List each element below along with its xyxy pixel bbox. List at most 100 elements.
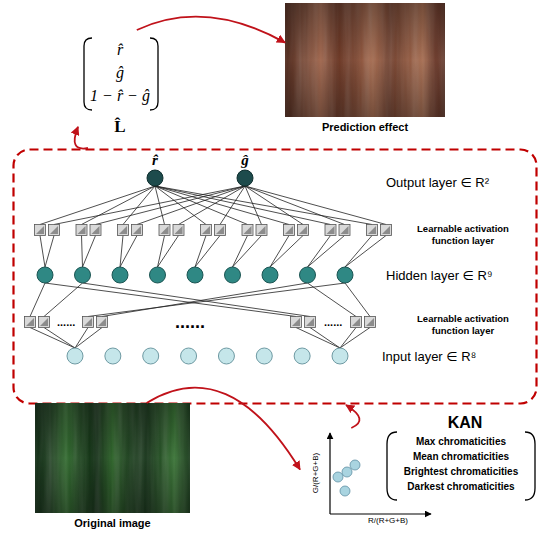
hidden-neuron (262, 267, 278, 283)
weight-line (120, 236, 137, 268)
weight-line (75, 328, 88, 349)
image-caption: Original image (35, 517, 190, 530)
weight-line (195, 236, 220, 268)
activation-curve (119, 226, 127, 234)
data-point (340, 486, 350, 496)
weight-line (45, 283, 296, 317)
activation-curve (366, 318, 374, 326)
activation-box (90, 225, 101, 236)
activation-box (351, 317, 362, 328)
ellipsis: ...... (57, 316, 75, 328)
activation-curve (84, 318, 92, 326)
node-outline (285, 3, 445, 135)
output-neuron-node: ĝ (233, 152, 257, 186)
activation-box (132, 225, 143, 236)
dashed-border (14, 150, 537, 404)
x-axis (330, 513, 431, 514)
activation-curve (216, 226, 224, 234)
activation-box (159, 225, 170, 236)
activation-box (325, 225, 336, 236)
output-symbol: ĝ (225, 152, 265, 168)
neuron-circles (37, 267, 353, 364)
bracket-left (387, 432, 397, 500)
layer-label: Hidden layer ∈ R⁹ (386, 268, 493, 284)
data-point (350, 460, 360, 470)
weight-line (54, 186, 245, 225)
layer-label: Input layer ∈ R⁸ (382, 349, 476, 365)
activation-box (173, 225, 184, 236)
activation-curve (98, 318, 106, 326)
weight-line (155, 186, 331, 225)
activation-box (118, 225, 129, 236)
activation-box (381, 225, 392, 236)
activation-curve (306, 318, 314, 326)
output-neuron (147, 170, 163, 186)
weight-lines (30, 186, 386, 348)
output-neuron (237, 170, 253, 186)
activation-box (35, 225, 46, 236)
activation-boxes (25, 225, 392, 328)
feature-item: Brightest chromaticities (385, 466, 537, 478)
input-neuron (294, 348, 310, 364)
input-neuron (181, 348, 197, 364)
activation-curve (352, 318, 360, 326)
activation-box (215, 225, 226, 236)
flow-arrow (137, 17, 285, 43)
feature-list: Max chromaticitiesMean chromaticitiesBri… (385, 430, 537, 502)
weight-line (345, 236, 372, 268)
weight-line (310, 328, 340, 349)
weight-line (233, 236, 248, 268)
activation-curve (133, 226, 141, 234)
hidden-neuron (337, 267, 353, 283)
image-texture (285, 3, 445, 117)
activation-box (256, 225, 267, 236)
hidden-neuron (300, 267, 316, 283)
activation-curve (244, 226, 252, 234)
activation-curve (202, 226, 210, 234)
image-grain (285, 3, 445, 117)
weight-line (123, 186, 155, 225)
activation-box (97, 317, 108, 328)
weight-line (40, 186, 155, 225)
data-point (333, 472, 343, 482)
layer-label: Output layer ∈ R² (386, 175, 489, 191)
image-texture (35, 403, 190, 513)
weight-line (75, 328, 102, 349)
hidden-neuron (187, 267, 203, 283)
y-axis (329, 433, 330, 514)
layer-label: Learnable activation function layer (398, 313, 528, 337)
activation-curve (382, 226, 390, 234)
activation-box (298, 225, 309, 236)
weight-line (82, 236, 83, 268)
image-caption: Prediction effect (285, 121, 445, 134)
activation-box (284, 225, 295, 236)
layer-label: Learnable activation function layer (398, 223, 528, 247)
weight-line (44, 283, 83, 317)
weight-line (340, 328, 356, 349)
activation-box (39, 317, 50, 328)
node-outline (300, 428, 435, 532)
ellipsis: ...... (175, 314, 205, 330)
vector-entry: 1 − r̂ − ĝ (78, 87, 162, 105)
activation-curve (78, 226, 86, 234)
input-neuron (67, 348, 83, 364)
flow-arrow (75, 127, 88, 149)
weight-line (308, 236, 331, 268)
ellipsis: ...... (324, 316, 342, 328)
image-grain (35, 403, 190, 513)
activation-curve (161, 226, 169, 234)
vector-entry: L̂ (78, 118, 162, 136)
activation-box (201, 225, 212, 236)
activation-curve (327, 226, 335, 234)
input-neuron (143, 348, 159, 364)
activation-box (25, 317, 36, 328)
weight-line (83, 283, 311, 317)
weight-line (40, 236, 45, 268)
weight-line (83, 236, 96, 268)
activation-curve (175, 226, 183, 234)
image-shade (35, 403, 190, 513)
weight-line (340, 328, 370, 349)
axis-label: R/(R+G+B) (348, 516, 428, 526)
hidden-neuron (150, 267, 166, 283)
weight-line (345, 283, 370, 317)
